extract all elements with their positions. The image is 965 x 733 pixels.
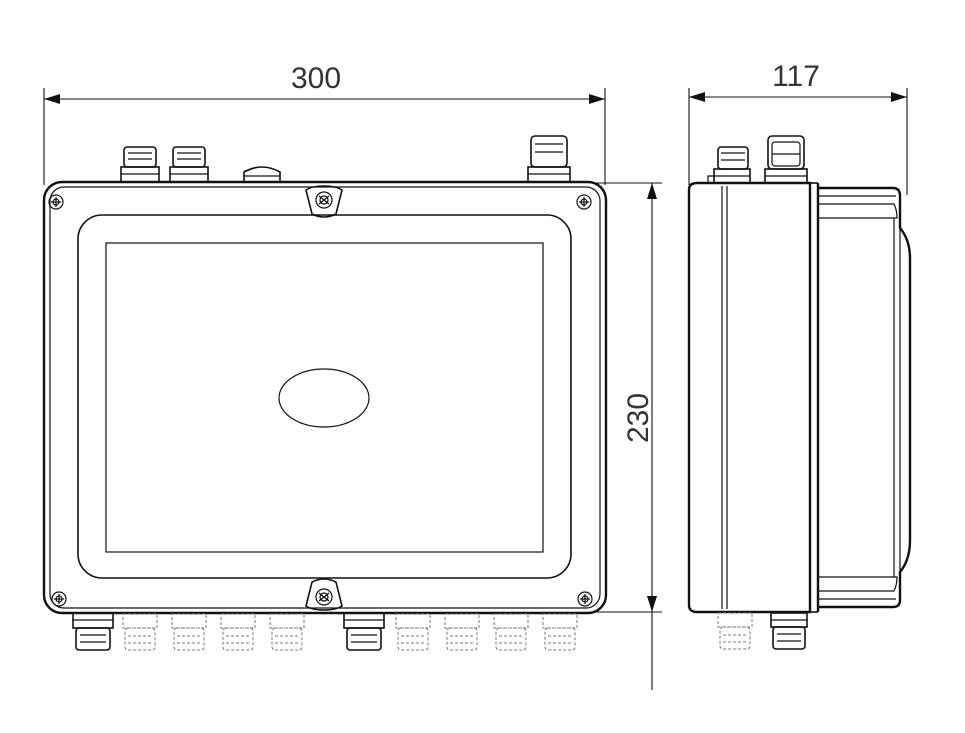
enclosure-base-side [687, 181, 812, 614]
enclosure-outer-edge [42, 180, 608, 615]
corner-screw-icon [51, 591, 67, 607]
bottom-cable-gland [770, 612, 808, 650]
front-view [42, 135, 608, 651]
enclosure-lid-side [818, 186, 912, 609]
optional-gland-placeholder [171, 613, 207, 651]
optional-gland-placeholder [717, 612, 753, 650]
top-cable-gland [120, 146, 160, 183]
top-vent-plug [243, 166, 281, 182]
optional-gland-placeholder [269, 613, 305, 651]
side-view [687, 135, 912, 650]
corner-screw-icon [577, 591, 593, 607]
top-cable-gland [527, 135, 571, 183]
height-dimension-label: 230 [622, 393, 655, 443]
optional-gland-placeholder [122, 613, 158, 651]
top-cable-gland [169, 146, 209, 183]
window-panel [105, 242, 544, 553]
depth-dimension-label: 117 [772, 60, 820, 93]
height-dimension: 230 [596, 182, 662, 690]
top-cable-gland [764, 135, 808, 184]
optional-gland-placeholder [444, 613, 480, 651]
lid-clip-screw-icon [305, 185, 343, 218]
depth-dimension: 117 [688, 60, 908, 195]
lid-clip-screw-icon [305, 578, 343, 611]
width-dimension-label: 300 [291, 62, 341, 95]
bottom-cable-gland [72, 612, 114, 651]
optional-gland-placeholder [220, 613, 256, 651]
lid-frame [77, 214, 572, 579]
corner-screw-icon [48, 194, 64, 210]
corner-screw-icon [576, 194, 592, 210]
optional-gland-placeholder [493, 613, 529, 651]
top-cable-gland [707, 146, 751, 184]
bottom-cable-gland [343, 612, 385, 651]
width-dimension: 300 [43, 62, 606, 185]
optional-gland-placeholder [395, 613, 431, 651]
center-logo-oval [278, 368, 370, 428]
optional-gland-placeholder [542, 613, 578, 651]
